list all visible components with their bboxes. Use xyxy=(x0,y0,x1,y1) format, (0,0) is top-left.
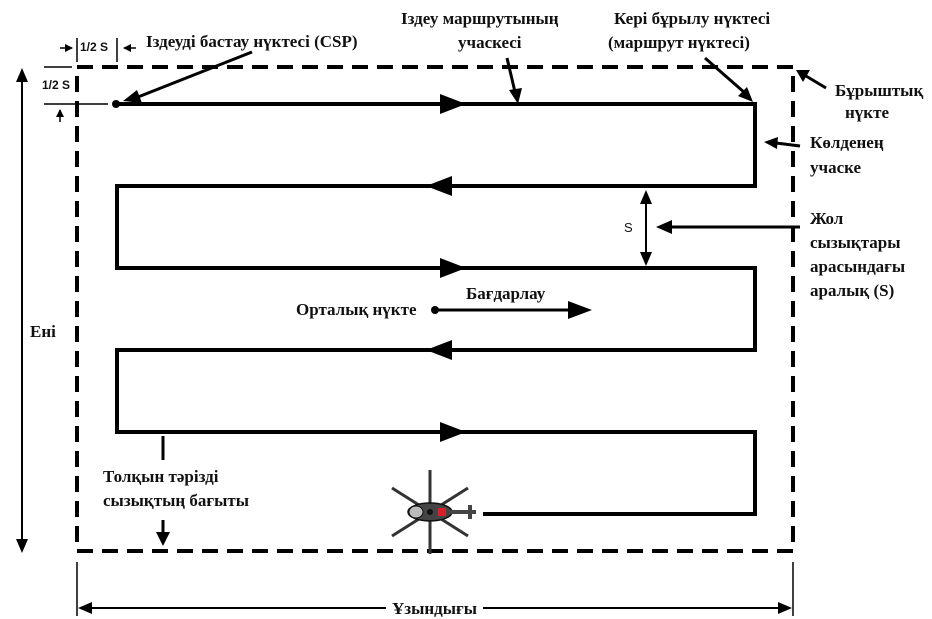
track-spacing-label-line4: аралық (S) xyxy=(810,281,895,300)
center-point-label: Орталық нүкте xyxy=(296,300,417,319)
corner-point-label-line2: нүкте xyxy=(845,103,889,122)
half-s-left-label: 1/2 S xyxy=(42,78,71,92)
creep-direction-head xyxy=(156,532,170,546)
leg-arrow-1 xyxy=(440,94,466,114)
corner-point-label-line1: Бұрыштық xyxy=(835,81,924,100)
width-arrow-bottom xyxy=(16,539,28,553)
center-dot xyxy=(431,306,439,314)
spacing-arrow-top xyxy=(640,190,652,204)
spacing-arrow-bottom xyxy=(640,252,652,266)
csp-pointer-head xyxy=(123,90,142,103)
cross-leg-label-line2: учаске xyxy=(810,158,862,177)
width-label: Ені xyxy=(30,322,56,341)
track-spacing-label-line3: арасындағы xyxy=(810,257,906,276)
cross-leg-pointer xyxy=(775,141,801,148)
width-arrow-top xyxy=(16,68,28,82)
turn-point-label-line1: Кері бұрылу нүктесі xyxy=(614,9,771,28)
orientation-label: Бағдарлау xyxy=(466,284,546,303)
csp-label: Іздеуді бастау нүктесі (CSP) xyxy=(146,32,358,51)
csp-pointer xyxy=(137,50,253,99)
length-arrow-right xyxy=(778,602,792,614)
search-leg-label-line2: учаскесі xyxy=(458,33,522,52)
spacing-s-label: S xyxy=(624,220,633,235)
creep-direction-label-line1: Толқын тәрізді xyxy=(103,467,219,486)
turn-point-pointer-head xyxy=(738,87,753,102)
search-leg-label-line1: Іздеу маршрутының xyxy=(401,9,559,28)
track-spacing-label-line1: Жол xyxy=(810,209,844,228)
leg-arrow-3 xyxy=(440,258,466,278)
leg-arrow-2 xyxy=(426,176,452,196)
corner-point-pointer-head xyxy=(796,70,810,82)
track-spacing-label-line2: сызықтары xyxy=(810,233,901,252)
csp-dot xyxy=(112,100,120,108)
leg-arrow-5 xyxy=(440,422,466,442)
search-leg-pointer xyxy=(505,57,517,93)
length-arrow-left xyxy=(78,602,92,614)
turn-point-pointer xyxy=(704,56,746,95)
search-leg-pointer-head xyxy=(509,88,522,104)
length-label: Ұзындығы xyxy=(386,598,484,619)
cross-leg-pointer-head xyxy=(764,137,778,149)
search-track xyxy=(115,102,757,516)
corner-point-pointer xyxy=(805,74,827,90)
search-area-boundary xyxy=(75,65,795,553)
turn-point-label-line2: (маршрут нүктесі) xyxy=(608,33,750,52)
orientation-arrowhead xyxy=(568,301,592,319)
leg-arrow-4 xyxy=(426,340,452,360)
spacing-pointer-head xyxy=(656,220,672,234)
cross-leg-label-line1: Көлденең xyxy=(810,133,884,152)
half-s-top-label: 1/2 S xyxy=(80,40,109,54)
creep-direction-label-line2: сызықтың бағыты xyxy=(103,491,250,510)
helicopter-icon xyxy=(391,470,476,554)
